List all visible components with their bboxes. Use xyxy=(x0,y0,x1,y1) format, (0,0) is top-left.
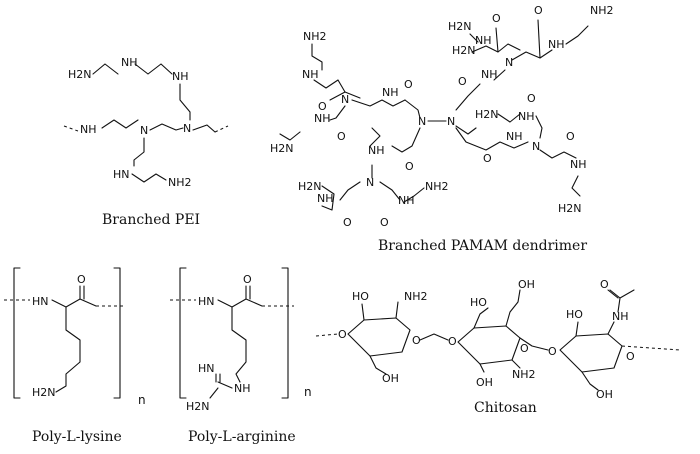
pamam-nh-4: NH xyxy=(368,144,385,157)
caption-branched-pei: Branched PEI xyxy=(102,212,200,228)
pamam-o-1: O xyxy=(318,100,327,113)
caption-chitosan: Chitosan xyxy=(474,400,537,416)
pamam-h2n-5: H2N xyxy=(475,108,499,121)
pamam-nh-1: NH xyxy=(302,68,319,81)
pei-nh-1: NH xyxy=(121,56,138,69)
poly-l-arginine-structure: HN O NH HN H2N n xyxy=(170,267,312,413)
pamam-n-center-left: N xyxy=(418,115,426,128)
arginine-nh: NH xyxy=(234,382,251,395)
pamam-o-3: O xyxy=(404,78,413,91)
arginine-o: O xyxy=(243,273,252,286)
poly-l-lysine-structure: HN O H2N n xyxy=(4,267,146,407)
pamam-o-11: O xyxy=(483,152,492,165)
chitosan-o-1: O xyxy=(338,328,347,341)
pamam-h2n-4: H2N xyxy=(452,44,476,57)
pamam-nh-10: NH xyxy=(518,110,535,123)
pamam-nh-7: NH xyxy=(475,34,492,47)
caption-poly-l-arginine: Poly-L-arginine xyxy=(188,429,296,445)
pamam-h2n-1: H2N xyxy=(270,142,294,155)
pei-h2n-top: H2N xyxy=(68,68,92,81)
pamam-o-2: O xyxy=(337,130,346,143)
pamam-nh-3: NH xyxy=(382,86,399,99)
chitosan-o-ring3: O xyxy=(626,350,635,363)
pamam-n-upper: N xyxy=(505,56,513,69)
pamam-h2n-3: H2N xyxy=(448,20,472,33)
chitosan-nh2-2: NH2 xyxy=(512,368,536,381)
lysine-repeat-n: n xyxy=(138,393,146,407)
pei-n-center: N xyxy=(140,124,148,137)
pamam-n-right: N xyxy=(532,140,540,153)
caption-pamam-dendrimer: Branched PAMAM dendrimer xyxy=(378,238,587,254)
lysine-hn: HN xyxy=(32,295,49,308)
pamam-o-10: O xyxy=(527,92,536,105)
arginine-hn: HN xyxy=(198,295,215,308)
pamam-o-8: O xyxy=(534,4,543,17)
pei-n-right: N xyxy=(183,122,191,135)
caption-poly-l-lysine: Poly-L-lysine xyxy=(32,429,122,445)
chitosan-ho-3: HO xyxy=(566,308,583,321)
pamam-nh2-1: NH2 xyxy=(303,30,327,43)
arginine-h2n: H2N xyxy=(186,400,210,413)
pamam-nh2-2: NH2 xyxy=(425,180,449,193)
chitosan-structure: O HO NH2 OH O O HO OH OH NH2 O O HO NH O… xyxy=(315,278,681,401)
chitosan-nh: NH xyxy=(612,310,629,323)
pamam-h2n-2: H2N xyxy=(298,180,322,193)
pamam-o-9: O xyxy=(458,75,467,88)
chitosan-nh2-1: NH2 xyxy=(404,290,428,303)
arginine-repeat-n: n xyxy=(304,385,312,399)
lysine-o: O xyxy=(77,273,86,286)
branched-pei-structure: H2N NH NH N NH N HN NH2 xyxy=(63,56,229,189)
chitosan-oh-2: OH xyxy=(518,278,535,291)
pamam-nh2-3: NH2 xyxy=(590,4,614,17)
chitosan-o-ring2: O xyxy=(520,342,529,355)
chitosan-o-ring1: O xyxy=(412,334,421,347)
chitosan-oh-1: OH xyxy=(382,372,399,385)
chitosan-o-3: O xyxy=(548,345,557,358)
chitosan-o-2: O xyxy=(448,335,457,348)
lysine-h2n: H2N xyxy=(32,386,56,399)
pamam-nh-8: NH xyxy=(548,38,565,51)
pamam-o-7: O xyxy=(492,12,501,25)
pamam-n-bottom: N xyxy=(366,176,374,189)
pamam-o-6: O xyxy=(380,216,389,229)
chitosan-o-acetyl: O xyxy=(600,278,609,291)
pamam-o-12: O xyxy=(566,130,575,143)
pamam-dendrimer-structure: NH2 NH O N NH O H2N NH O N N O NH N H2N … xyxy=(270,4,614,229)
chitosan-ho-2: HO xyxy=(470,296,487,309)
pei-hn-bottom: HN xyxy=(113,168,130,181)
pei-nh-left: NH xyxy=(80,123,97,136)
pamam-o-4: O xyxy=(405,160,414,173)
pei-nh2-bottom: NH2 xyxy=(168,176,192,189)
chitosan-ho-1: HO xyxy=(352,290,369,303)
pamam-h2n-6: H2N xyxy=(558,202,582,215)
chitosan-oh-4: OH xyxy=(596,388,613,401)
pamam-o-5: O xyxy=(343,216,352,229)
pamam-nh-9: NH xyxy=(481,68,498,81)
pei-nh-2: NH xyxy=(172,70,189,83)
chitosan-oh-3: OH xyxy=(476,376,493,389)
pamam-n-left1: N xyxy=(341,93,349,106)
pamam-nh-6: NH xyxy=(398,194,415,207)
pamam-n-center-right: N xyxy=(447,115,455,128)
arginine-hn-imine: HN xyxy=(198,362,215,375)
pamam-nh-12: NH xyxy=(570,158,587,171)
pamam-nh-5: NH xyxy=(317,192,334,205)
pamam-nh-2: NH xyxy=(314,112,331,125)
pamam-nh-11: NH xyxy=(506,130,523,143)
